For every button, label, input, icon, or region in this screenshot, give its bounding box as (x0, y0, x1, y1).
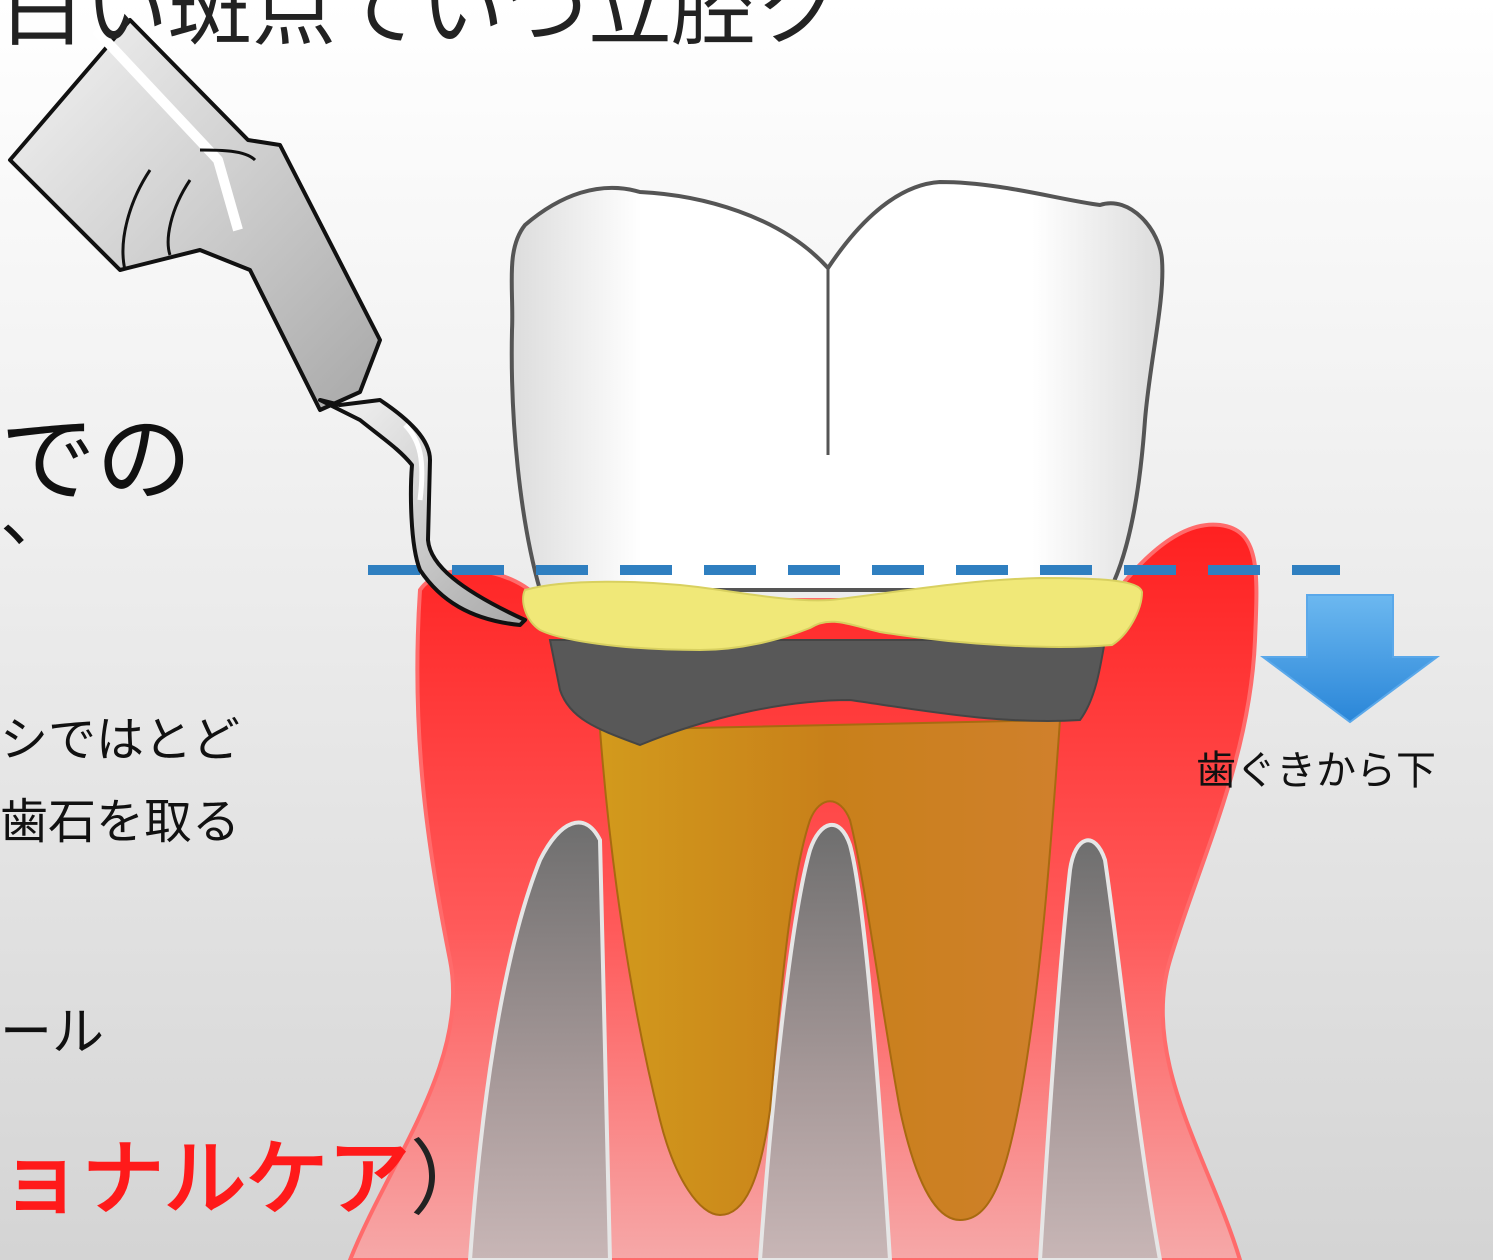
down-arrow-icon (1263, 595, 1437, 722)
emphasis-text: ョナルケア (0, 1132, 410, 1227)
gum-label: 歯ぐきから下 (1196, 738, 1436, 796)
emphasis-heading: ョナルケア） (0, 1112, 492, 1231)
title-partial: 白い斑点ていつ立腔ク (0, 0, 840, 63)
body-line-3: ール (0, 990, 104, 1065)
scaler-instrument (10, 20, 525, 625)
tooth-crown (512, 182, 1163, 590)
emphasis-close-paren: ） (410, 1132, 492, 1227)
punctuation-mark: 、 (0, 460, 70, 561)
body-line-1: シではとど (0, 700, 240, 770)
body-line-2: 歯石を取る (0, 782, 240, 852)
